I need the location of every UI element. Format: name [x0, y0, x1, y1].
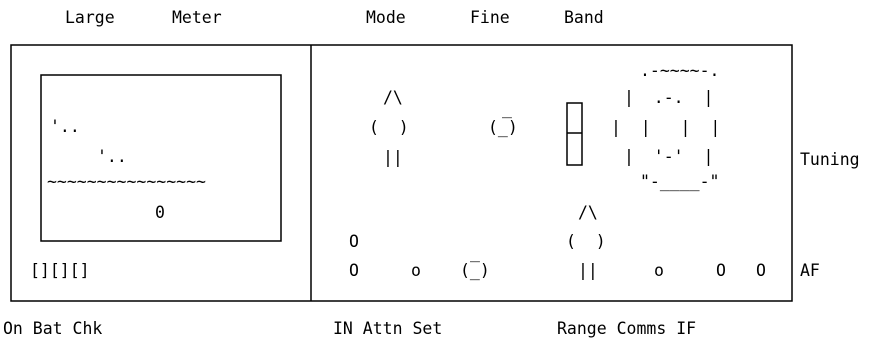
- mode-label: Mode: [366, 8, 406, 27]
- tuning-dial-row-2[interactable]: | .-. |: [624, 88, 714, 107]
- meter-needle-dots-2: '..: [97, 147, 127, 166]
- fine-knob-top[interactable]: _: [502, 99, 512, 118]
- battery-indicators: [][][]: [30, 261, 90, 280]
- attn-small-jack[interactable]: o: [411, 261, 421, 280]
- range-comms-if-label: Range Comms IF: [557, 319, 697, 338]
- if-jack-right[interactable]: O: [756, 261, 766, 280]
- in-attn-set-label: IN Attn Set: [333, 319, 443, 338]
- meter-needle-dots-1: '..: [50, 117, 80, 136]
- meter-window: [40, 74, 282, 242]
- meter-zero-mark: 0: [155, 203, 165, 222]
- large-label: Large: [65, 8, 115, 27]
- tuning-dial-top[interactable]: .-~~~~-.: [640, 61, 720, 80]
- comms-small-jack[interactable]: o: [654, 261, 664, 280]
- band-switch[interactable]: [566, 102, 583, 166]
- mode-knob-body[interactable]: ( ): [369, 118, 409, 137]
- fine-knob-body[interactable]: (_): [488, 118, 518, 137]
- tuning-dial-row-3[interactable]: | | | |: [611, 118, 721, 137]
- band-label: Band: [564, 8, 604, 27]
- tuning-dial-bottom[interactable]: "-____-": [640, 172, 720, 191]
- tuning-dial-row-4[interactable]: | '-' |: [624, 147, 714, 166]
- af-label: AF: [800, 261, 820, 280]
- attn-knob-top[interactable]: _: [470, 243, 480, 262]
- mode-knob-stem[interactable]: ||: [383, 148, 403, 167]
- mode-knob-top[interactable]: /\: [383, 88, 403, 107]
- meter-label: Meter: [172, 8, 222, 27]
- meter-scale: ~~~~~~~~~~~~~~~~: [47, 172, 206, 191]
- if-jack-left[interactable]: O: [716, 261, 726, 280]
- in-jack-lower[interactable]: O: [349, 261, 359, 280]
- range-knob-body[interactable]: ( ): [566, 232, 606, 251]
- fine-label: Fine: [470, 8, 510, 27]
- panel-outer-frame: [10, 44, 793, 302]
- on-bat-chk-label: On Bat Chk: [3, 319, 103, 338]
- in-jack-upper[interactable]: O: [349, 232, 359, 251]
- attn-knob-body[interactable]: (_): [460, 261, 490, 280]
- tuning-label: Tuning: [800, 150, 860, 169]
- range-knob-stem[interactable]: ||: [578, 261, 598, 280]
- range-knob-top[interactable]: /\: [578, 203, 598, 222]
